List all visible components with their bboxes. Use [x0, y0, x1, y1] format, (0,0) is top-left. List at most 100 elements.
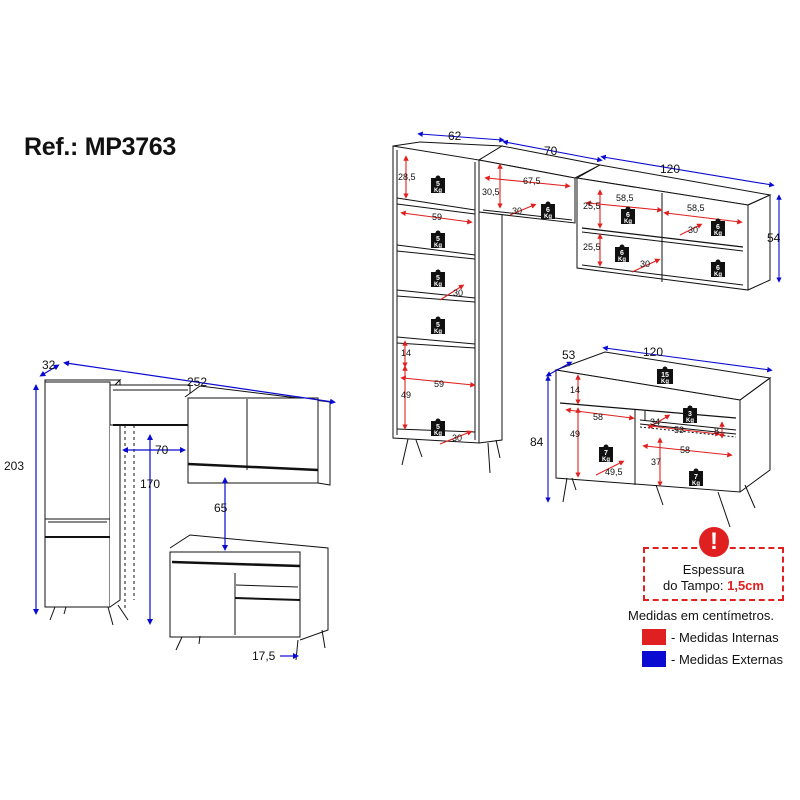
upper-large-height-label: 54	[767, 231, 781, 245]
svg-text:5: 5	[436, 275, 440, 282]
overview-leg-label: 17,5	[252, 649, 276, 663]
svg-text:Kg: Kg	[692, 481, 700, 487]
tall-mid-height-label: 14	[401, 348, 411, 358]
base-right-height-label: 37	[651, 457, 661, 467]
overview-depth-label: 32	[42, 358, 56, 372]
upper-large-inner-width-left: 58,5	[616, 193, 634, 203]
svg-text:7: 7	[694, 474, 698, 481]
upper-large-dimensions	[585, 154, 782, 283]
base-right-width-label: 58	[680, 445, 690, 455]
base-left-width-label: 58	[593, 412, 603, 422]
svg-text:Kg: Kg	[602, 457, 610, 463]
base-left-depth-label: 49,5	[605, 467, 623, 477]
svg-text:Kg: Kg	[714, 231, 722, 237]
weight-icon: 6Kg	[621, 206, 635, 225]
svg-text:5: 5	[436, 424, 440, 431]
svg-text:Kg: Kg	[434, 282, 442, 288]
upper-large-depth-top: 30	[688, 225, 698, 235]
weight-icon: 5Kg	[431, 175, 445, 194]
svg-text:Kg: Kg	[618, 257, 626, 263]
internal-swatch	[642, 629, 666, 645]
weight-icon: 3Kg	[683, 405, 697, 424]
svg-text:5: 5	[436, 236, 440, 243]
svg-text:6: 6	[626, 212, 630, 219]
tall-unit-dimensions	[400, 131, 505, 445]
svg-text:Kg: Kg	[624, 219, 632, 225]
upper-small-depth-label: 30	[512, 206, 522, 216]
legend-internal: - Medidas Internas	[628, 629, 798, 645]
weight-icon: 6Kg	[541, 201, 555, 220]
overview-gap-width-label: 70	[155, 443, 169, 457]
countertop-thickness-note: Espessura do Tampo: 1,5cm	[643, 547, 784, 601]
weight-icon: 6Kg	[711, 259, 725, 278]
tall-top-height-label: 28,5	[398, 172, 416, 182]
svg-text:Kg: Kg	[434, 431, 442, 437]
svg-text:Kg: Kg	[434, 243, 442, 249]
measurement-legend: Medidas em centímetros. - Medidas Intern…	[628, 608, 798, 667]
svg-text:Kg: Kg	[661, 379, 669, 385]
tampo-line2: do Tampo: 1,5cm	[663, 578, 764, 593]
svg-text:Kg: Kg	[714, 272, 722, 278]
weight-icon: 5Kg	[431, 269, 445, 288]
overview-kitchen	[44, 378, 331, 661]
upper-large-inner-width-right: 58,5	[687, 203, 705, 213]
svg-text:6: 6	[716, 224, 720, 231]
tampo-value: 1,5cm	[727, 578, 764, 593]
overview-clearance-label: 65	[214, 501, 228, 515]
upper-large-inner-height-bottom: 25,5	[583, 242, 601, 252]
weight-icon: 6Kg	[711, 218, 725, 237]
svg-text:3: 3	[688, 411, 692, 418]
base-drawer-width-label: 53	[674, 425, 684, 435]
tall-inner-width-label: 59	[432, 212, 442, 222]
tall-width-label: 62	[448, 129, 462, 143]
upper-large-depth-bottom: 30	[640, 259, 650, 269]
upper-small-width-label: 70	[544, 144, 558, 158]
legend-external: - Medidas Externas	[628, 651, 798, 667]
upper-large-inner-height-top: 25,5	[583, 201, 601, 211]
external-swatch	[642, 651, 666, 667]
tall-low-width-label: 59	[434, 379, 444, 389]
warning-icon: !	[699, 527, 729, 557]
svg-text:5: 5	[436, 322, 440, 329]
reference-title: Ref.: MP3763	[24, 133, 177, 161]
svg-text:Kg: Kg	[434, 329, 442, 335]
tall-low-height-label: 49	[401, 390, 411, 400]
overview-dimensions	[33, 360, 336, 659]
overview-height-label: 203	[4, 459, 24, 473]
upper-large-width-label: 120	[660, 162, 680, 176]
svg-text:6: 6	[620, 250, 624, 257]
svg-text:15: 15	[661, 372, 669, 379]
weight-icon: 7Kg	[599, 444, 613, 463]
svg-text:6: 6	[546, 207, 550, 214]
tall-depth-label: 30	[453, 288, 463, 298]
base-drawer-depth-label: 34	[650, 417, 660, 427]
tall-depth-bottom-label: 30	[452, 433, 462, 443]
svg-text:Kg: Kg	[686, 418, 694, 424]
base-width-label: 120	[643, 345, 663, 359]
weight-icon: 6Kg	[615, 244, 629, 263]
weight-icon: 7Kg	[689, 468, 703, 487]
upper-small-height-label: 30,5	[482, 187, 500, 197]
legend-title: Medidas em centímetros.	[628, 608, 774, 623]
tampo-line1: Espessura	[682, 562, 745, 577]
base-drawer-height-label: 8	[714, 426, 719, 436]
base-top-height-label: 14	[570, 385, 580, 395]
base-unit-dimensions	[545, 345, 773, 503]
upper-small-dimensions	[484, 139, 603, 216]
svg-text:7: 7	[604, 450, 608, 457]
weight-icon: 5Kg	[431, 316, 445, 335]
overview-width-label: 252	[187, 375, 207, 389]
weight-icon: 5Kg	[431, 230, 445, 249]
overview-gap-height-label: 170	[140, 477, 160, 491]
svg-text:5: 5	[436, 181, 440, 188]
base-height-label: 84	[530, 435, 544, 449]
weight-icon: 5Kg	[431, 418, 445, 437]
svg-text:Kg: Kg	[544, 214, 552, 220]
base-depth-label: 53	[562, 348, 576, 362]
upper-large-unit	[575, 164, 772, 291]
upper-small-inner-width-label: 67,5	[523, 176, 541, 186]
svg-text:Kg: Kg	[434, 188, 442, 194]
svg-text:6: 6	[716, 265, 720, 272]
